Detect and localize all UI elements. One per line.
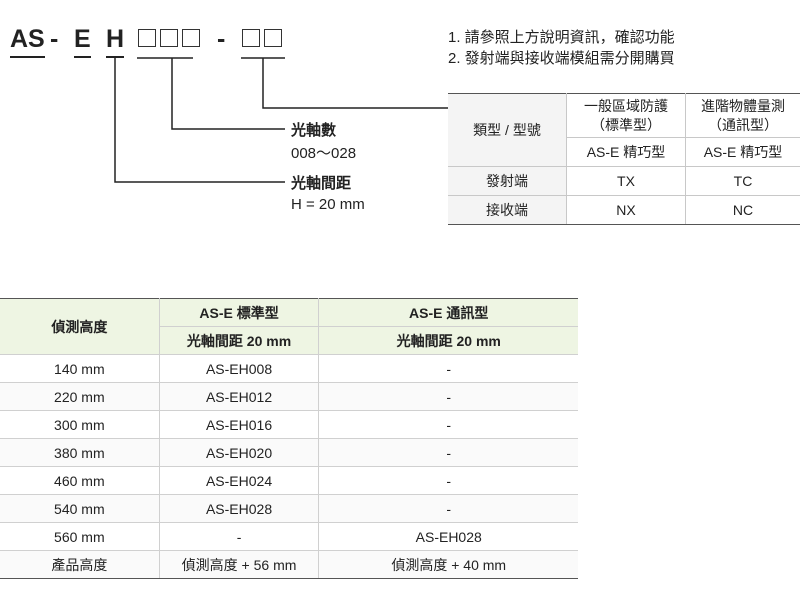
axis-count-box-2 — [160, 29, 178, 47]
table-row: 540 mm AS-EH028 - — [0, 494, 578, 523]
height-cell: 560 mm — [0, 522, 160, 551]
height-cell: 540 mm — [0, 494, 160, 523]
spec-col1-title: 一般區域防護 （標準型） — [566, 93, 686, 138]
table-row: 380 mm AS-EH020 - — [0, 438, 578, 467]
std-model-cell: AS-EH012 — [158, 382, 320, 411]
std-model-cell: AS-EH016 — [158, 410, 320, 439]
range-subheader-comm: 光軸間距 20 mm — [318, 326, 578, 355]
axis-count-value: 008～028 — [291, 145, 357, 162]
height-cell: 140 mm — [0, 354, 160, 383]
callout-lines — [114, 57, 448, 183]
spec-row-emitter: 發射端 TX TC — [448, 166, 800, 196]
spec-cell: TC — [685, 166, 800, 196]
module-type-box-2 — [264, 29, 282, 47]
spec-col1-model: AS-E 精巧型 — [566, 137, 686, 167]
spec-row-label: 發射端 — [448, 166, 567, 196]
spec-row-label: 接收端 — [448, 195, 567, 225]
height-cell: 300 mm — [0, 410, 160, 439]
pitch-value: H = 20 mm — [291, 196, 365, 213]
axis-count-title: 光軸數 — [291, 122, 337, 139]
std-model-cell: AS-EH008 — [158, 354, 320, 383]
type-spec-table: 類型 / 型號 一般區域防護 （標準型） 進階物體量測 （通訊型） AS-E 精… — [448, 93, 800, 225]
std-model-cell: AS-EH024 — [158, 466, 320, 495]
detection-height-table: 偵測高度 AS-E 標準型 AS-E 通訊型 光軸間距 20 mm 光軸間距 2… — [0, 298, 578, 579]
code-dash-1: - — [50, 25, 59, 53]
range-header-height: 偵測高度 — [0, 298, 160, 355]
code-dash-2: - — [217, 25, 226, 53]
height-cell: 380 mm — [0, 438, 160, 467]
spec-header-label: 類型 / 型號 — [448, 93, 567, 167]
axis-count-box-3 — [182, 29, 200, 47]
comm-model-cell: AS-EH028 — [318, 522, 578, 551]
std-model-cell: 偵測高度 + 56 mm — [158, 550, 320, 579]
comm-model-cell: - — [318, 494, 578, 523]
note-1: 1. 請參照上方說明資訊，確認功能 — [448, 29, 675, 46]
table-row-product-height: 產品高度 偵測高度 + 56 mm 偵測高度 + 40 mm — [0, 550, 578, 579]
comm-model-cell: - — [318, 410, 578, 439]
code-series: E — [74, 22, 91, 58]
table-row: 560 mm - AS-EH028 — [0, 522, 578, 551]
range-subheader-std: 光軸間距 20 mm — [159, 326, 320, 355]
range-header-std: AS-E 標準型 — [158, 298, 320, 327]
spec-cell: TX — [566, 166, 686, 196]
height-cell: 460 mm — [0, 466, 160, 495]
comm-model-cell: - — [318, 354, 578, 383]
spec-col2-title: 進階物體量測 （通訊型） — [685, 93, 800, 138]
pitch-title: 光軸間距 — [291, 175, 352, 192]
table-row: 220 mm AS-EH012 - — [0, 382, 578, 411]
std-model-cell: AS-EH028 — [158, 494, 320, 523]
table-row: 140 mm AS-EH008 - — [0, 354, 578, 383]
comm-model-cell: 偵測高度 + 40 mm — [318, 550, 578, 579]
code-prefix: AS — [10, 22, 45, 58]
table-row: 300 mm AS-EH016 - — [0, 410, 578, 439]
height-cell: 產品高度 — [0, 550, 160, 579]
std-model-cell: - — [158, 522, 320, 551]
std-model-cell: AS-EH020 — [158, 438, 320, 467]
height-cell: 220 mm — [0, 382, 160, 411]
range-header-comm: AS-E 通訊型 — [318, 298, 578, 327]
axis-count-box-1 — [138, 29, 156, 47]
table-row: 460 mm AS-EH024 - — [0, 466, 578, 495]
code-type: H — [106, 22, 125, 58]
comm-model-cell: - — [318, 466, 578, 495]
comm-model-cell: - — [318, 382, 578, 411]
spec-col2-model: AS-E 精巧型 — [685, 137, 800, 167]
spec-cell: NX — [566, 195, 686, 225]
comm-model-cell: - — [318, 438, 578, 467]
spec-row-receiver: 接收端 NX NC — [448, 195, 800, 225]
module-type-box-1 — [242, 29, 260, 47]
note-2: 2. 發射端與接收端模組需分開購買 — [448, 50, 675, 67]
spec-cell: NC — [685, 195, 800, 225]
